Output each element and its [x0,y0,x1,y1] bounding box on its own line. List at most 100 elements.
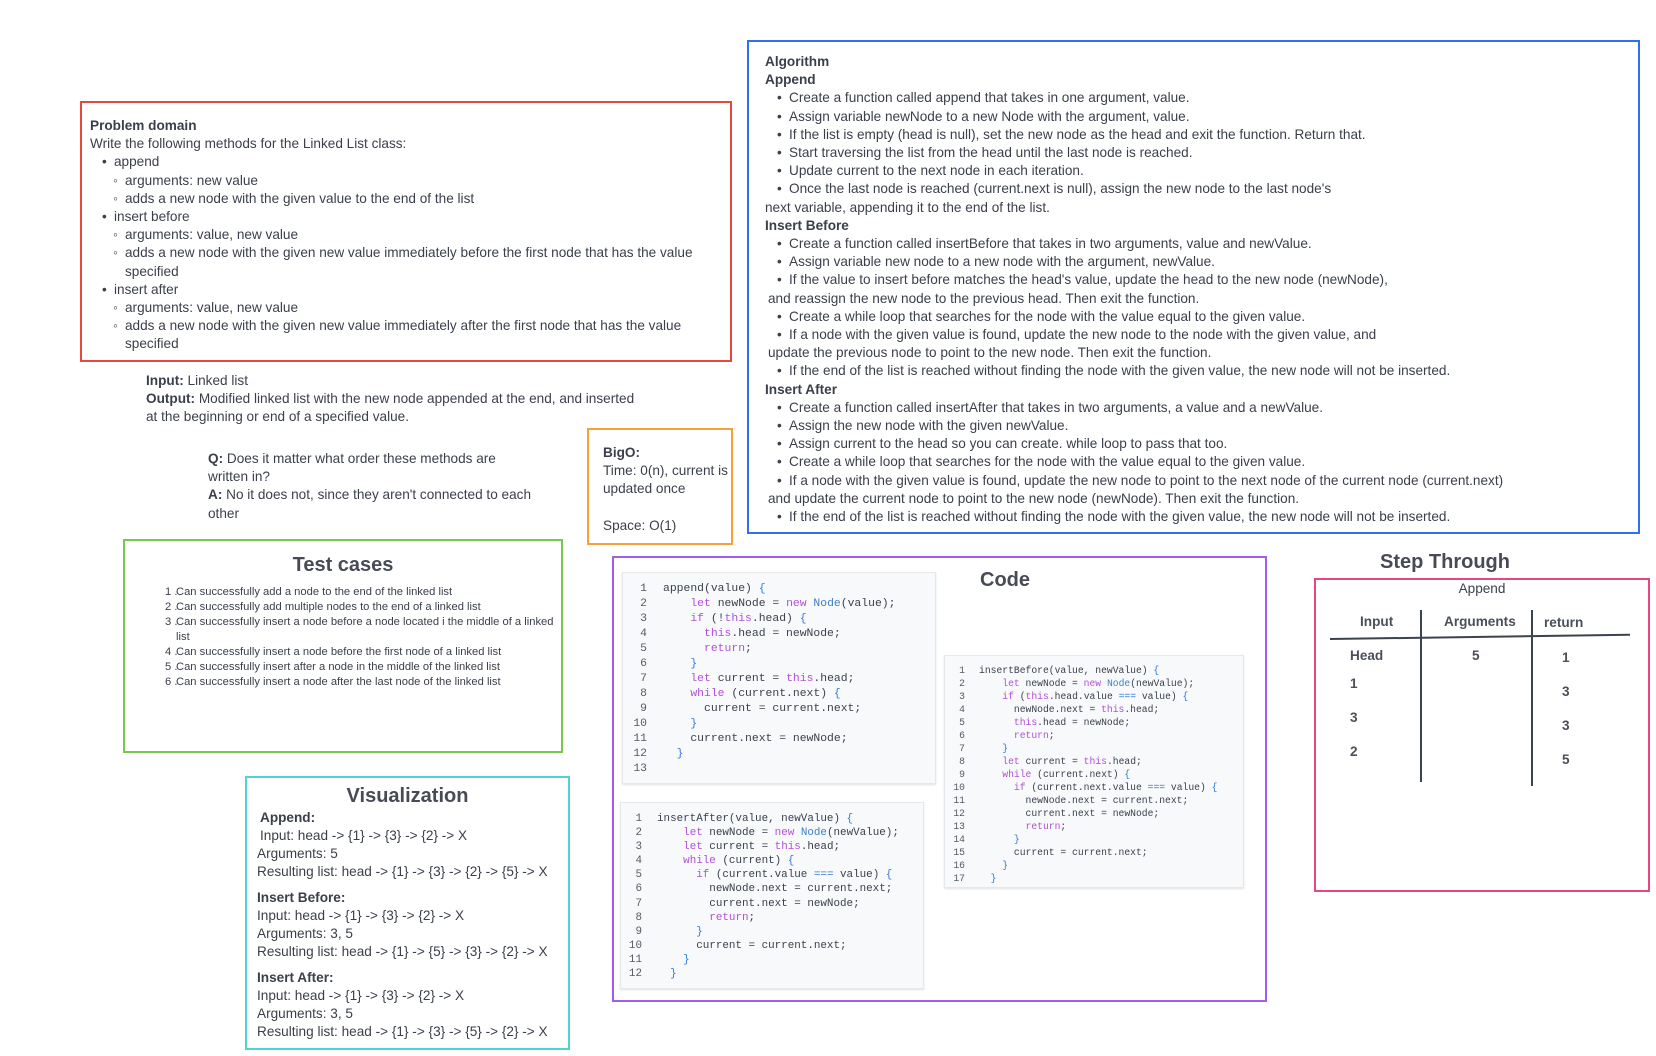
test-case-number: 2 . [165,601,178,613]
line-number: 5 [635,869,642,882]
code-line: 1 insertBefore(value, newValue) { [945,664,1243,677]
code-text: if (this.head.value === value) { [1002,691,1189,702]
code-line: 3 if (this.head.value === value) { [945,690,1243,703]
code-text: } [1002,860,1009,871]
code-text: } [690,658,698,670]
insert-after-step: Create a function called insertAfter tha… [765,399,1622,417]
code-line: 3 if (!this.head) { [623,612,935,627]
line-number: 1 [959,665,965,676]
code-text: if (!this.head) { [690,613,807,625]
test-case-item: 4 .Can successfully insert a node before… [125,645,561,660]
code-text: } [683,953,690,966]
return-cell: 1 [1562,650,1570,665]
code-text: let current = this.head; [1002,756,1142,767]
table-header-rule [1329,633,1630,640]
line-number: 15 [953,847,965,858]
viz-insert-before-arguments: Arguments: 3, 5 [257,926,353,941]
code-line: 3 let current = this.head; [621,840,923,854]
code-text: } [676,748,684,760]
code-line: 16 } [945,859,1243,872]
line-number: 2 [640,598,647,610]
code-text: return; [1025,821,1067,832]
code-line: 10 } [623,717,935,732]
code-text: insertBefore(value, newValue) { [979,665,1160,676]
test-case-text: Can successfully insert a node before a … [176,616,554,643]
line-number: 12 [953,808,965,819]
code-line: 9 } [621,925,923,939]
return-cell: 3 [1562,684,1570,699]
line-number: 8 [959,756,965,767]
code-text: let newNode = new Node(newValue); [1002,678,1195,689]
code-line: 11 } [621,953,923,967]
test-cases-title: Test cases [292,554,394,576]
answer-label: A: [208,487,223,503]
viz-append-section: Append: Input: head -> {1} -> {3} -> {2}… [257,809,568,881]
line-number: 14 [953,834,965,845]
line-number: 4 [635,855,642,868]
viz-insert-before-input: Input: head -> {1} -> {3} -> {2} -> X [257,908,465,923]
line-number: 10 [953,782,965,793]
test-case-item: 6 .Can successfully insert a node after … [125,675,561,690]
line-number: 1 [635,813,642,825]
code-line: 14 } [945,833,1243,846]
viz-insert-after-result: Resulting list: head -> {1} -> {3} -> {5… [257,1024,548,1039]
algorithm-title: Algorithm [765,54,830,69]
insert-before-step: If the end of the list is reached withou… [765,362,1622,380]
line-number: 8 [640,688,647,700]
code-text: let newNode = new Node(newValue); [683,827,899,840]
insert-before-step: Assign variable new node to a new node w… [765,253,1622,271]
bigo-frame: BigO: Time: 0(n), current is updated onc… [587,428,733,545]
header-input: Input [1360,614,1394,629]
code-line: 6 } [623,657,935,672]
code-text: current.next = newNode; [657,897,860,910]
output-label: Output: [146,391,196,407]
line-number: 5 [640,643,647,655]
code-text: current = current.next; [657,939,847,952]
line-number: 3 [640,613,647,625]
test-case-item: 2 .Can successfully add multiple nodes t… [125,600,561,615]
line-number: 11 [633,733,647,745]
output-value: Modified linked list with the new node a… [146,391,635,425]
code-line: 4 while (current) { [621,854,923,868]
question-answer-note: Q: Does it matter what order these metho… [208,450,538,523]
algorithm-insert-before-title: Insert Before [765,217,849,233]
code-line: 12 } [621,967,923,981]
question-line: Q: Does it matter what order these metho… [208,450,538,486]
input-line: Input: Linked list [146,372,646,390]
code-line: 6 newNode.next = current.next; [621,882,923,896]
header-return: return [1544,615,1584,630]
test-case-number: 5 . [165,661,178,673]
insert-after-arguments: arguments: value, new value [90,299,722,317]
step-through-frame: Append Input Arguments return Head 1 3 2… [1314,578,1650,892]
question-label: Q: [208,451,224,466]
line-number: 10 [628,939,642,952]
code-text: newNode.next = current.next; [979,795,1189,806]
line-number: 1 [640,583,647,595]
arguments-cell: 5 [1472,648,1480,663]
append-step: Start traversing the list from the head … [765,144,1622,162]
test-case-text: Can successfully insert after a node in … [176,661,500,673]
step-through-subtitle: Append [1458,581,1506,596]
code-line: 7 current.next = newNode; [621,897,923,911]
code-line: 15 current = current.next; [945,846,1243,859]
answer-line: A: No it does not, since they aren't con… [208,486,538,522]
output-line: Output: Modified linked list with the ne… [146,390,646,426]
line-number: 3 [959,691,965,702]
bigo-space: Space: O(1) [603,517,677,533]
insert-before-step: Create a while loop that searches for th… [765,308,1622,326]
header-arguments: Arguments [1444,614,1516,629]
code-line: 2 let newNode = new Node(value); [623,597,935,612]
algorithm-append-title: Append [765,72,816,88]
visualization-frame: Visualization Append: Input: head -> {1}… [245,776,570,1050]
viz-append-result: Resulting list: head -> {1} -> {3} -> {2… [257,864,548,879]
code-text: while (current) { [683,855,795,868]
code-line: 9 while (current.next) { [945,768,1243,781]
insert-after-step: If a node with the given value is found,… [765,472,1622,490]
test-cases-frame: Test cases 1 .Can successfully add a nod… [123,539,563,753]
viz-append-input: Input: head -> {1} -> {3} -> {2} -> X [260,828,468,843]
test-case-text: Can successfully insert a node before th… [176,646,502,658]
insert-before-step-continued: and reassign the new node to the previou… [768,290,1200,306]
code-text: let current = this.head; [683,841,841,854]
line-number: 5 [959,717,965,728]
